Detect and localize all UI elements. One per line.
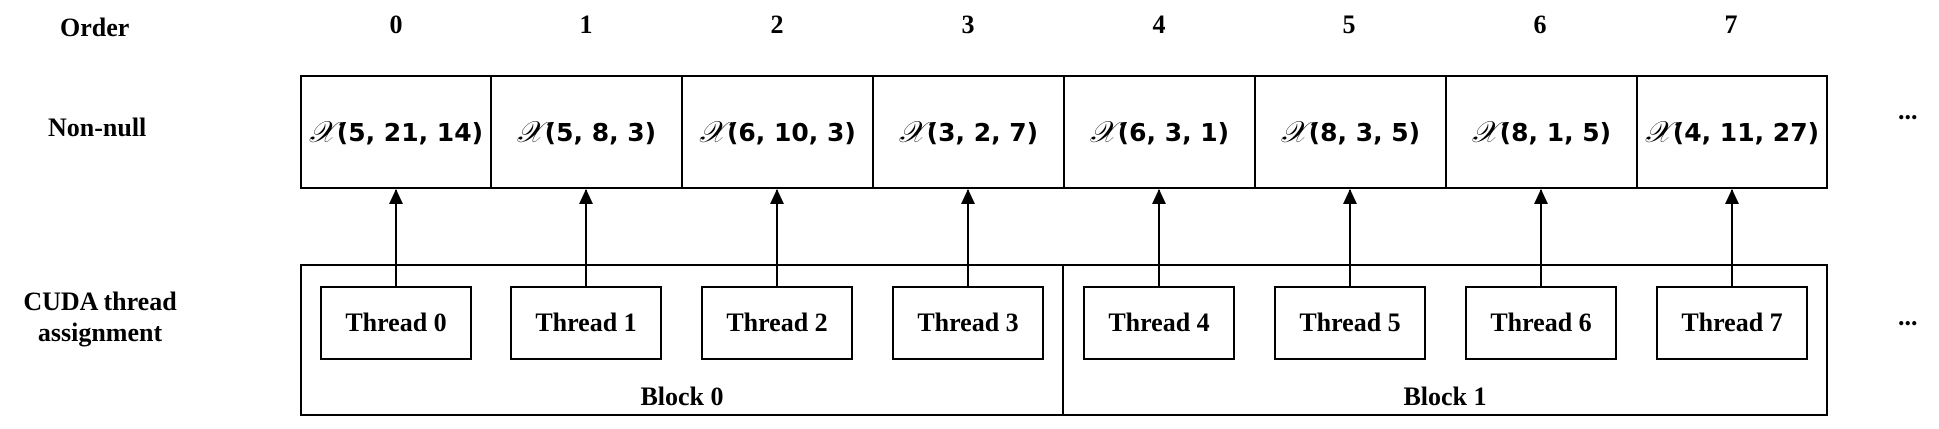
nonnull-cell-7: 𝒳(4, 11, 27) bbox=[1636, 75, 1828, 189]
thread-continuation-ellipsis: ... bbox=[1898, 302, 1918, 331]
arrowhead-6 bbox=[1534, 189, 1548, 204]
thread-box-4: Thread 4 bbox=[1083, 286, 1235, 360]
tensor-index: (6, 10, 3) bbox=[726, 117, 856, 147]
thread-box-7: Thread 7 bbox=[1656, 286, 1808, 360]
nonnull-cell-6: 𝒳(8, 1, 5) bbox=[1445, 75, 1638, 189]
arrowhead-0 bbox=[389, 189, 403, 204]
thread-box-3: Thread 3 bbox=[892, 286, 1044, 360]
tensor-symbol: 𝒳 bbox=[1471, 114, 1498, 150]
tensor-symbol: 𝒳 bbox=[308, 114, 335, 150]
tensor-index: (8, 1, 5) bbox=[1499, 117, 1612, 147]
tensor-index: (8, 3, 5) bbox=[1308, 117, 1421, 147]
thread-box-5: Thread 5 bbox=[1274, 286, 1426, 360]
nonnull-cell-3: 𝒳(3, 2, 7) bbox=[872, 75, 1065, 189]
arrowhead-2 bbox=[770, 189, 784, 204]
order-number-4: 4 bbox=[1152, 10, 1166, 39]
arrowhead-7 bbox=[1725, 189, 1739, 204]
nonnull-cell-5: 𝒳(8, 3, 5) bbox=[1254, 75, 1447, 189]
tensor-index: (6, 3, 1) bbox=[1117, 117, 1230, 147]
nonnull-cell-1: 𝒳(5, 8, 3) bbox=[490, 75, 683, 189]
tensor-index: (3, 2, 7) bbox=[926, 117, 1039, 147]
tensor-symbol: 𝒳 bbox=[1644, 114, 1671, 150]
tensor-symbol: 𝒳 bbox=[699, 114, 725, 150]
cuda-label-line2: assignment bbox=[37, 318, 163, 348]
order-number-5: 5 bbox=[1342, 10, 1356, 39]
arrowhead-3 bbox=[961, 189, 975, 204]
order-label: Order bbox=[60, 13, 130, 42]
order-number-6: 6 bbox=[1533, 10, 1547, 39]
tensor-symbol: 𝒳 bbox=[1280, 114, 1307, 150]
thread-box-1: Thread 1 bbox=[510, 286, 662, 360]
cuda-thread-assignment-label: CUDA thread assignment bbox=[20, 286, 180, 348]
order-number-0: 0 bbox=[389, 10, 403, 39]
cuda-label-line1: CUDA thread bbox=[23, 287, 177, 316]
order-number-2: 2 bbox=[770, 10, 784, 39]
order-number-3: 3 bbox=[961, 10, 975, 39]
tensor-symbol: 𝒳 bbox=[1089, 114, 1116, 150]
nonnull-label: Non-null bbox=[48, 113, 147, 142]
thread-box-0: Thread 0 bbox=[320, 286, 472, 360]
tensor-symbol: 𝒳 bbox=[516, 114, 543, 150]
nonnull-cell-2: 𝒳(6, 10, 3) bbox=[681, 75, 874, 189]
arrowhead-5 bbox=[1343, 189, 1357, 204]
tensor-index: (5, 21, 14) bbox=[336, 117, 484, 147]
nonnull-cell-4: 𝒳(6, 3, 1) bbox=[1063, 75, 1256, 189]
cuda-block-1: Block 1 bbox=[1062, 264, 1828, 416]
order-number-7: 7 bbox=[1724, 10, 1738, 39]
thread-box-6: Thread 6 bbox=[1465, 286, 1617, 360]
arrowhead-4 bbox=[1152, 189, 1166, 204]
block-label-1: Block 1 bbox=[1403, 382, 1487, 411]
block-label-0: Block 0 bbox=[640, 382, 724, 411]
tensor-index: (5, 8, 3) bbox=[544, 117, 657, 147]
order-number-1: 1 bbox=[579, 10, 593, 39]
thread-box-2: Thread 2 bbox=[701, 286, 853, 360]
tensor-symbol: 𝒳 bbox=[898, 114, 925, 150]
row-continuation-ellipsis: ... bbox=[1898, 96, 1918, 125]
nonnull-cell-0: 𝒳(5, 21, 14) bbox=[300, 75, 492, 189]
tensor-index: (4, 11, 27) bbox=[1672, 117, 1820, 147]
arrowhead-1 bbox=[579, 189, 593, 204]
